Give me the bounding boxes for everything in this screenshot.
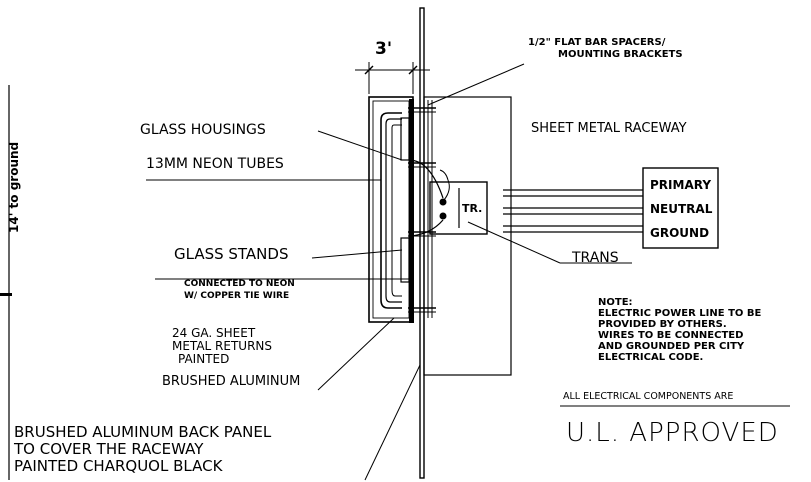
trans-label: TRANS <box>571 250 619 266</box>
note-line1: ELECTRIC POWER LINE TO BE <box>598 308 762 319</box>
connected-label-line1: CONNECTED TO NEON <box>184 279 295 289</box>
neon-tube-core <box>391 124 402 297</box>
transformer-box <box>429 181 488 235</box>
ground-label: GROUND <box>650 226 709 240</box>
glass-housing-top <box>400 117 410 161</box>
approval-line2: U.L. APPROVED <box>566 418 779 448</box>
back-panel-label-line1: BRUSHED ALUMINUM BACK PANEL <box>14 423 272 441</box>
glass-housing-bottom <box>400 237 410 283</box>
sign-cabinet-outer <box>368 96 414 323</box>
glass-housings-label: GLASS HOUSINGS <box>140 122 266 138</box>
glass-stands-label: GLASS STANDS <box>174 245 288 263</box>
neon-tubes-label: 13MM NEON TUBES <box>146 156 284 172</box>
connected-label-line2: W/ COPPER TIE WIRE <box>184 291 289 301</box>
transformer-terminal-2 <box>439 212 447 220</box>
back-panel-strip <box>409 99 414 323</box>
note-line5: ELECTRICAL CODE. <box>598 352 703 363</box>
returns-label-line1: 24 GA. SHEET <box>172 326 256 340</box>
wire-loop <box>439 169 450 201</box>
service-label-box <box>642 167 719 249</box>
service-conduits <box>503 189 643 233</box>
dimension-3ft <box>355 62 430 94</box>
returns-label-line2: METAL RETURNS <box>172 339 272 353</box>
returns-label-line3: PAINTED <box>178 352 229 366</box>
neutral-label: NEUTRAL <box>650 202 713 216</box>
back-panel-label-line2: TO COVER THE RACEWAY <box>13 440 204 458</box>
wall-post <box>419 7 425 479</box>
spacer-brackets <box>408 100 436 318</box>
spacers-label-line2: MOUNTING BRACKETS <box>558 49 683 60</box>
note-title: NOTE: <box>598 297 633 308</box>
raceway-box <box>423 96 512 376</box>
dimension-label: 3' <box>375 39 392 59</box>
leader-lines <box>146 63 632 481</box>
sign-cabinet-inner <box>372 100 410 319</box>
neon-tube-outer <box>380 112 402 309</box>
note-block: NOTE: ELECTRIC POWER LINE TO BE PROVIDED… <box>598 297 762 363</box>
raceway-label: SHEET METAL RACEWAY <box>531 121 687 136</box>
left-edge-tick <box>0 293 12 296</box>
note-line2: PROVIDED BY OTHERS. <box>598 319 727 330</box>
neon-tube-inner <box>385 118 402 303</box>
transformer-terminal-1 <box>439 198 447 206</box>
transformer-label: TR. <box>462 202 482 215</box>
height-note: 14' to ground <box>7 142 21 233</box>
back-panel-label-line3: PAINTED CHARQUOL BLACK <box>14 457 224 475</box>
spacers-label-line1: 1/2" FLAT BAR SPACERS/ <box>528 37 666 48</box>
brushed-aluminum-label: BRUSHED ALUMINUM <box>162 374 300 389</box>
wire-bottom <box>408 219 444 237</box>
note-line4: AND GROUNDED PER CITY <box>598 341 745 352</box>
note-line3: WIRES TO BE CONNECTED <box>598 330 743 341</box>
approval-line1: ALL ELECTRICAL COMPONENTS ARE <box>563 391 733 402</box>
wire-top <box>408 159 444 199</box>
primary-label: PRIMARY <box>650 178 711 192</box>
